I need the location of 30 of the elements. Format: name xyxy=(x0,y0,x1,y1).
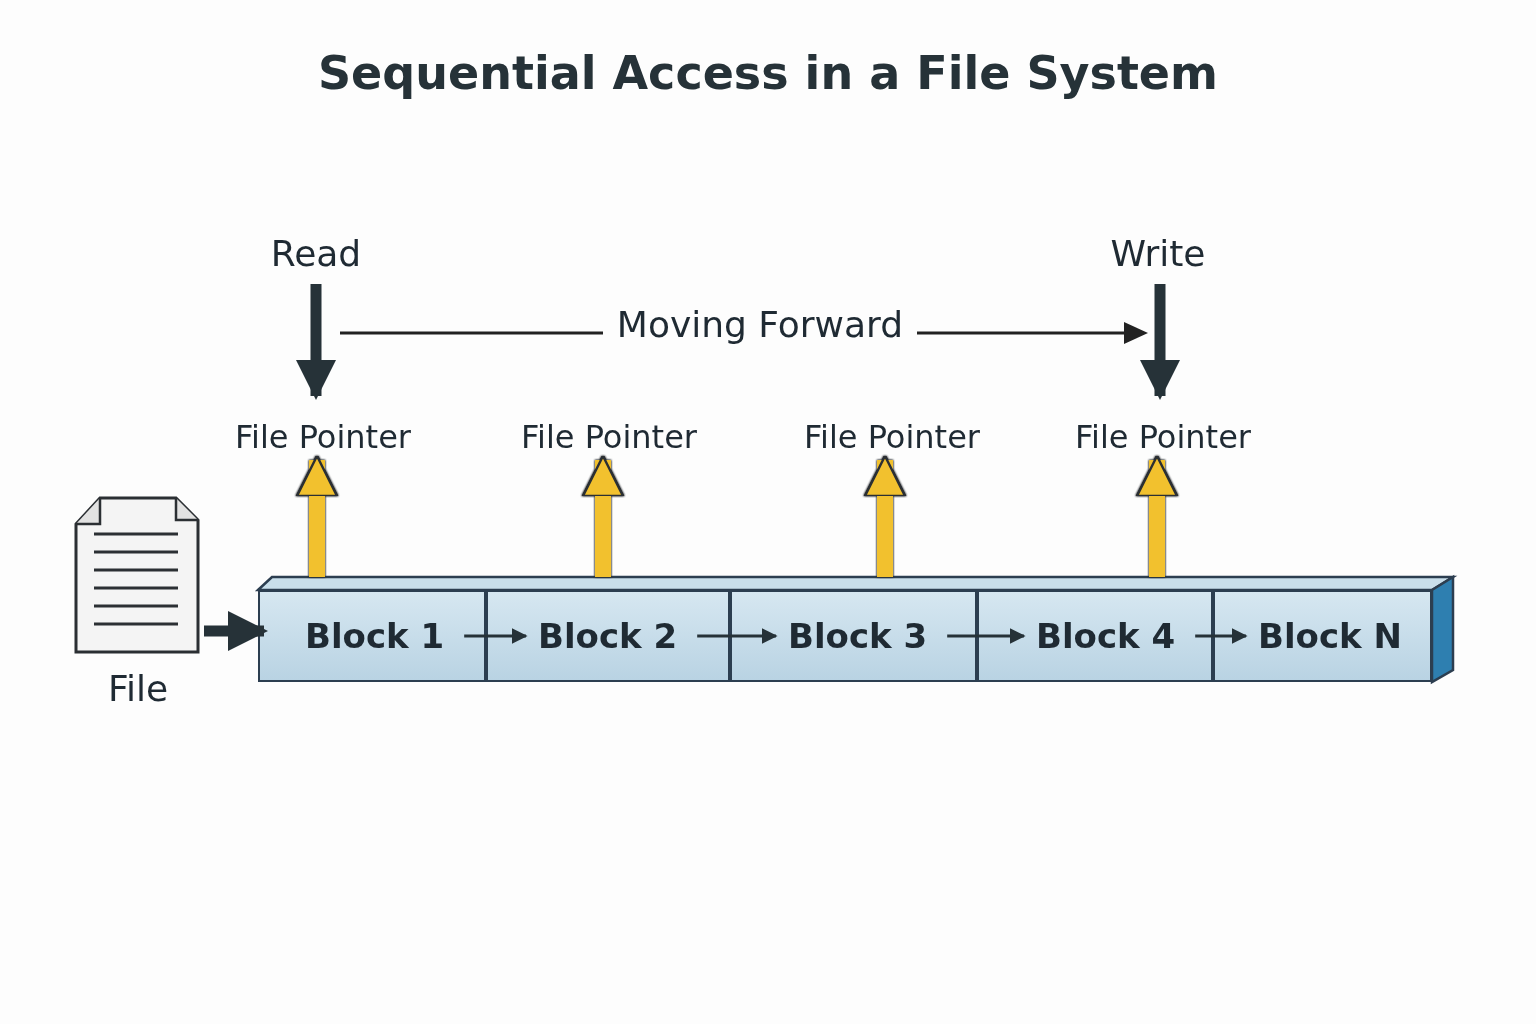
arrow xyxy=(1195,628,1248,644)
pointer-label: File Pointer xyxy=(520,418,698,456)
arrow xyxy=(697,628,778,644)
block-cell xyxy=(977,590,1213,682)
pointer-arrow xyxy=(581,454,625,577)
pointer-label: File Pointer xyxy=(234,418,412,456)
file-label: File xyxy=(106,668,170,709)
block-label: Block 1 xyxy=(305,616,445,656)
operation-label: Read xyxy=(269,233,363,274)
arrow xyxy=(464,628,528,644)
pointer-label: File Pointer xyxy=(1074,418,1252,456)
arrow xyxy=(947,628,1026,644)
block-cell xyxy=(258,590,486,682)
arrow xyxy=(296,284,336,400)
block-cell xyxy=(730,590,977,682)
block-cell xyxy=(486,590,730,682)
pointer-arrow xyxy=(1135,454,1179,577)
arrow xyxy=(1140,284,1180,400)
block-cell xyxy=(1213,590,1432,682)
title: Sequential Access in a File System xyxy=(317,46,1219,100)
arrow xyxy=(204,611,268,651)
pointer-label: File Pointer xyxy=(803,418,981,456)
direction-label: Moving Forward xyxy=(615,304,905,345)
operation-label: Write xyxy=(1109,233,1207,274)
pointer-arrow xyxy=(295,454,339,577)
block-label: Block 2 xyxy=(538,616,678,656)
block-label: Block 4 xyxy=(1036,616,1176,656)
pointer-arrow xyxy=(863,454,907,577)
block-label: Block 3 xyxy=(788,616,928,656)
block-label: Block N xyxy=(1258,616,1402,656)
